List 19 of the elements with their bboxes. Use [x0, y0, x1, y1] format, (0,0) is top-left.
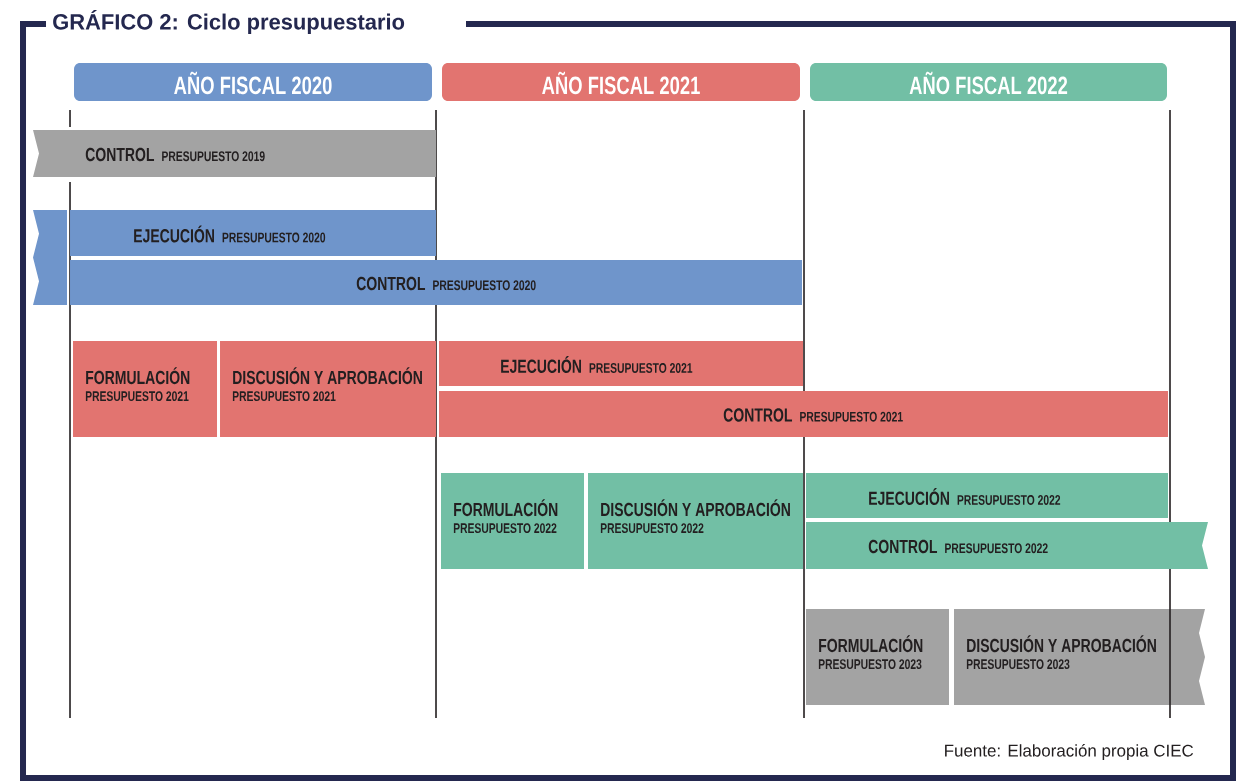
timeline-bar: EJECUCIÓN PRESUPUESTO 2021 — [439, 341, 803, 386]
bar-stub — [33, 210, 67, 305]
year-header: AÑO FISCAL 2020 — [74, 63, 432, 101]
timeline-bar: CONTROL PRESUPUESTO 2019 — [33, 130, 436, 177]
phase-box: FORMULACIÓN PRESUPUESTO 2022 — [441, 473, 584, 569]
timeline-bar: CONTROL PRESUPUESTO 2021 — [439, 391, 1168, 437]
phase-box: FORMULACIÓN PRESUPUESTO 2021 — [73, 341, 217, 437]
timeline-bar: EJECUCIÓN PRESUPUESTO 2022 — [806, 473, 1168, 518]
chart-title: GRÁFICO 2: Ciclo presupuestario — [53, 10, 405, 34]
timeline-bar: CONTROL PRESUPUESTO 2022 — [806, 522, 1208, 569]
timeline-bar: CONTROL PRESUPUESTO 2020 — [70, 260, 802, 305]
phase-box: DISCUSIÓN Y APROBACIÓN PRESUPUESTO 2023 — [954, 609, 1205, 705]
source-note: Fuente: Elaboración propia CIEC — [945, 744, 1194, 760]
timeline-bar: EJECUCIÓN PRESUPUESTO 2020 — [70, 210, 436, 256]
phase-box: DISCUSIÓN Y APROBACIÓN PRESUPUESTO 2022 — [588, 473, 803, 569]
phase-box: FORMULACIÓN PRESUPUESTO 2023 — [806, 609, 949, 705]
year-header: AÑO FISCAL 2021 — [442, 63, 800, 101]
phase-box: DISCUSIÓN Y APROBACIÓN PRESUPUESTO 2021 — [220, 341, 436, 437]
year-header: AÑO FISCAL 2022 — [810, 63, 1167, 101]
